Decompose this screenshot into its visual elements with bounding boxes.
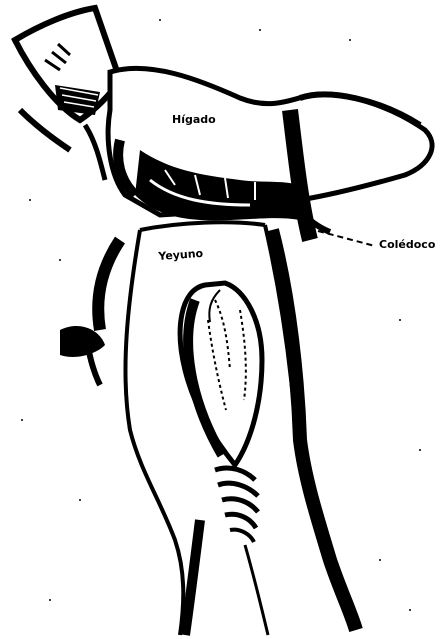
anastomosis-sutures [215, 468, 258, 542]
jejunum-limb [60, 222, 356, 635]
label-coledoco: Colédoco [379, 239, 435, 250]
retractor [15, 8, 120, 180]
liver [108, 68, 432, 240]
label-higado: Hígado [172, 114, 216, 125]
label-yeyuno: Yeyuno [158, 248, 203, 262]
